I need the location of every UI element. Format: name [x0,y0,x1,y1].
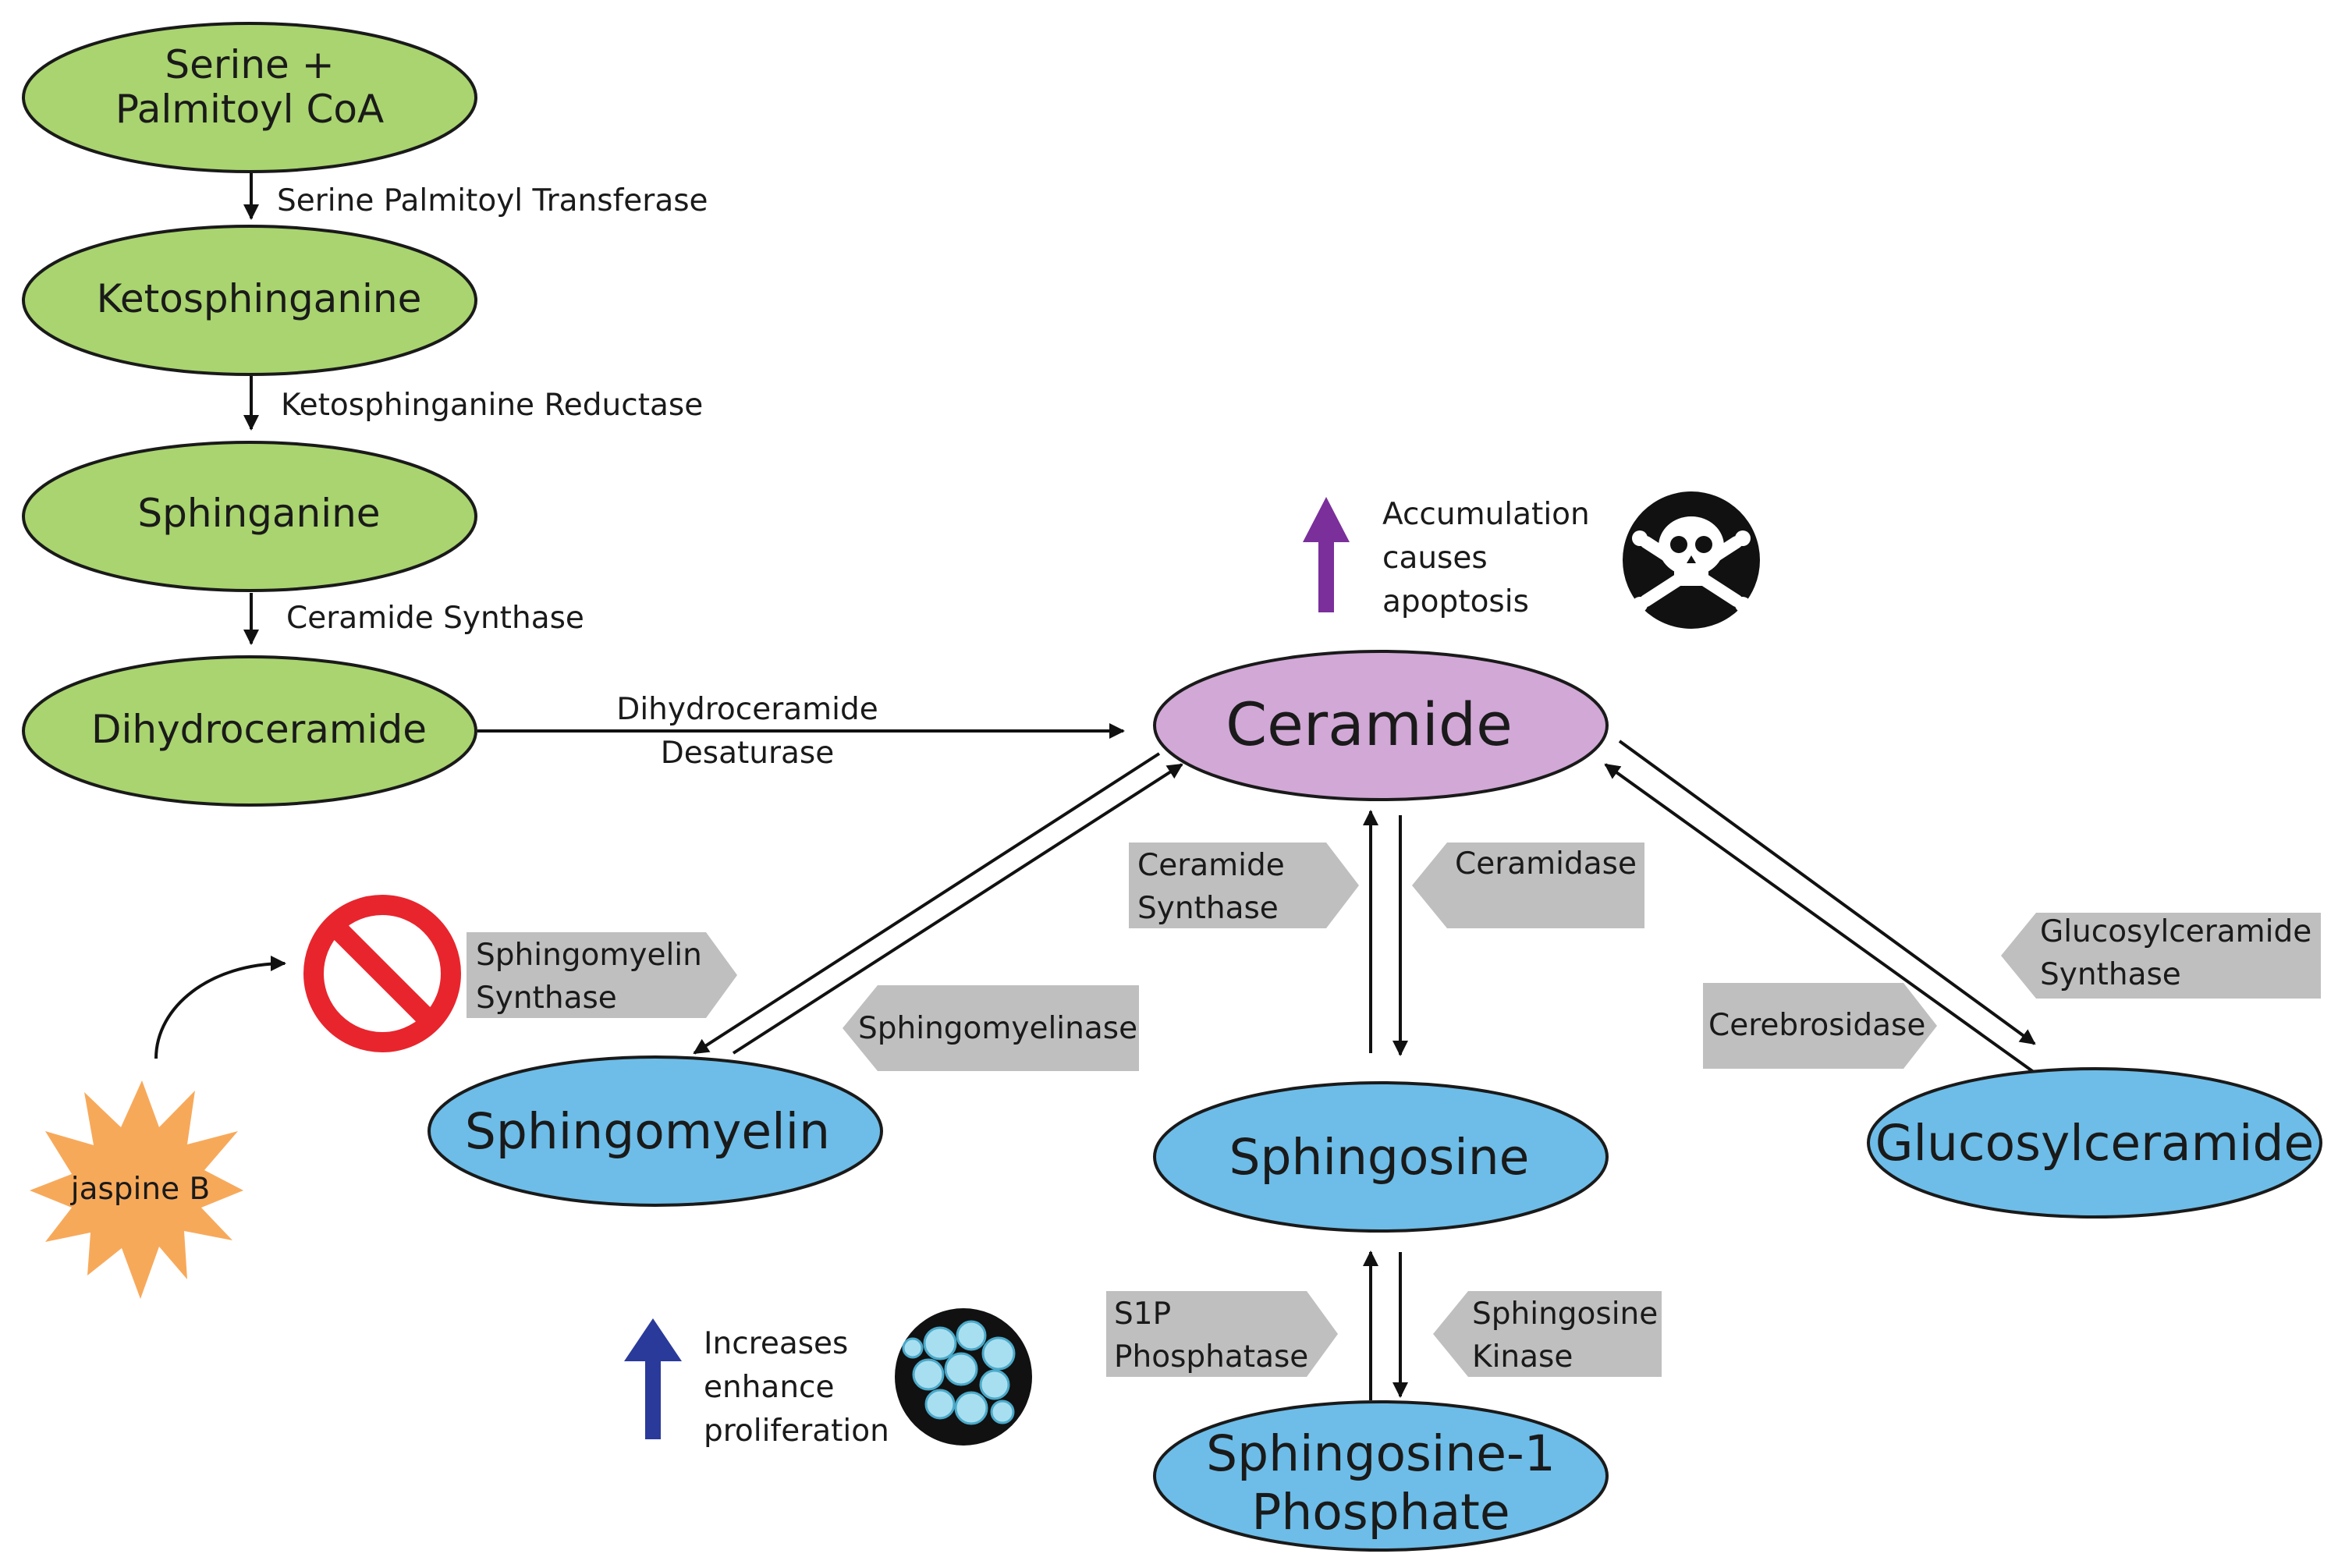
arrow-jaspine-to-inhibition [154,956,286,1059]
enzyme-sphingomyelin-synthase-tag: Sphingomyelin Synthase [467,932,737,1018]
node-sphinganine: Sphinganine [22,441,477,592]
enzyme-sphingomyelinase-label: Sphingomyelinase [858,1011,1137,1046]
apoptosis-line1: Accumulation [1382,497,1590,532]
cells-icon [895,1308,1032,1446]
enzyme-ceramide-synthase-top: Ceramide Synthase [286,601,584,636]
enzyme-glucosylceramide-synthase-line2: Synthase [2040,957,2181,992]
prohibition-icon [303,895,461,1052]
node-s1p-line2: Phosphate [1251,1484,1510,1541]
enzyme-sphingomyelin-synthase-line2: Synthase [476,981,617,1016]
node-glucosylceramide: Glucosylceramide [1867,1067,2322,1219]
proliferation-line1: Increases [704,1326,848,1361]
enzyme-s1p-phosphatase-line1: S1P [1114,1297,1171,1332]
node-serine-line1: Serine + [165,42,334,87]
enzyme-ceramidase-tag: Ceramidase [1412,843,1644,928]
node-glucosylceramide-label: Glucosylceramide [1875,1115,2315,1172]
enzyme-dihydroceramide-desaturase-line1: Dihydroceramide [616,692,878,727]
enzyme-dihydroceramide-desaturase-line2: Desaturase [661,736,835,771]
enzyme-sphingosine-kinase-line2: Kinase [1472,1339,1573,1375]
enzyme-ketosphinganine-reductase: Ketosphinganine Reductase [281,388,703,423]
enzyme-s1p-phosphatase-tag: S1P Phosphatase [1106,1291,1338,1377]
apoptosis-annotation: Accumulation causes apoptosis [1303,491,1760,629]
node-ceramide-label: Ceramide [1226,690,1513,759]
enzyme-sphingomyelin-synthase-line1: Sphingomyelin [476,938,702,973]
arrow-glucosylceramide-to-ceramide [1604,763,2036,1074]
enzyme-glucosylceramide-synthase-tag: Glucosylceramide Synthase [2001,913,2321,999]
enzyme-serine-palmitoyl-transferase: Serine Palmitoyl Transferase [277,183,708,218]
node-sphingosine: Sphingosine [1153,1081,1609,1233]
node-ceramide: Ceramide [1153,650,1609,801]
proliferation-line2: enhance [704,1370,834,1405]
starburst-icon: jaspine B [30,1080,243,1299]
node-sphingomyelin: Sphingomyelin [428,1055,883,1207]
enzyme-ceramide-synthase-line2: Synthase [1137,891,1279,926]
node-sphinganine-label: Sphinganine [137,491,380,536]
enzyme-cerebrosidase-label: Cerebrosidase [1708,1008,1925,1043]
skull-crossbones-icon [1623,491,1760,629]
enzyme-s1p-phosphatase-line2: Phosphatase [1114,1339,1308,1375]
enzyme-sphingosine-kinase-line1: Sphingosine [1472,1297,1658,1332]
arrow-ceramide-to-sphingomyelin [693,752,1161,1055]
arrow-sphingomyelin-to-ceramide [732,763,1183,1055]
node-sphingomyelin-label: Sphingomyelin [465,1103,830,1160]
proliferation-line3: proliferation [704,1414,889,1449]
enzyme-sphingomyelinase-tag: Sphingomyelinase [843,985,1139,1071]
apoptosis-line2: causes [1382,541,1488,576]
node-ketosphinganine: Ketosphinganine [22,225,477,376]
node-serine-line2: Palmitoyl CoA [115,87,384,132]
node-dihydroceramide: Dihydroceramide [22,655,477,807]
node-s1p-line1: Sphingosine-1 [1206,1425,1556,1482]
enzyme-cerebrosidase-tag: Cerebrosidase [1703,983,1937,1069]
proliferation-annotation: Increases enhance proliferation [624,1308,1032,1449]
node-sphingosine-label: Sphingosine [1229,1129,1530,1186]
apoptosis-line3: apoptosis [1382,584,1529,619]
node-sphingosine-1-phosphate: Sphingosine-1 Phosphate [1153,1400,1609,1552]
enzyme-glucosylceramide-synthase-line1: Glucosylceramide [2040,914,2311,949]
enzyme-ceramidase-label: Ceramidase [1455,846,1637,882]
inhibitor-label: jaspine B [70,1172,211,1207]
node-serine-palmitoyl-coa: Serine + Palmitoyl CoA [22,22,477,173]
arrow-ceramide-to-glucosylceramide [1618,740,2036,1045]
enzyme-ceramide-synthase-tag: Ceramide Synthase [1129,843,1359,928]
enzyme-sphingosine-kinase-tag: Sphingosine Kinase [1433,1291,1662,1377]
up-arrow-proliferation-icon [624,1318,682,1439]
node-dihydroceramide-label: Dihydroceramide [91,707,427,752]
enzyme-ceramide-synthase-line1: Ceramide [1137,848,1285,883]
node-ketosphinganine-label: Ketosphinganine [97,276,422,321]
